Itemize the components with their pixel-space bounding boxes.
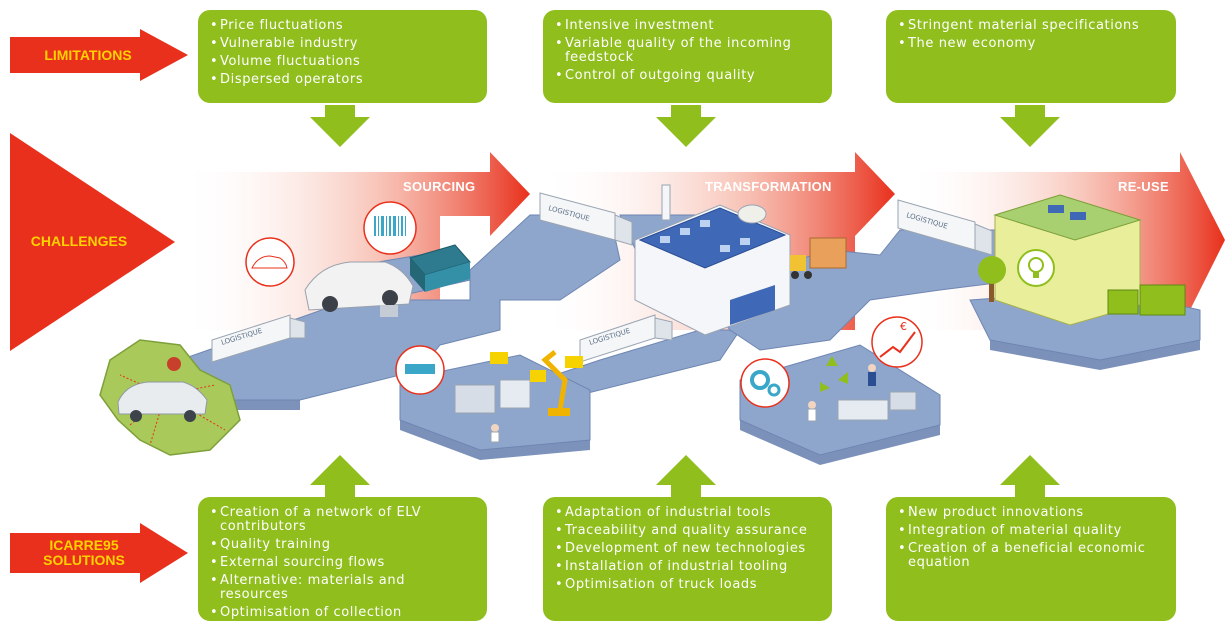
limitations-list-reuse: Stringent material specifications The ne… — [898, 19, 1166, 52]
gear-icon — [740, 358, 790, 408]
limitations-box-sourcing: Price fluctuations Vulnerable industry V… — [198, 10, 487, 103]
solutions-list-transformation: Adaptation of industrial tools Traceabil… — [555, 506, 822, 593]
down-arrow-reuse — [1000, 105, 1060, 147]
list-item: Variable quality of the incoming feedsto… — [555, 37, 822, 65]
robot-arm-icon — [490, 350, 583, 416]
car-diagram-bubble — [245, 237, 295, 287]
lightbulb-icon — [1017, 249, 1055, 287]
list-item: Alternative: materials and resources — [210, 574, 477, 602]
list-item: Adaptation of industrial tools — [555, 506, 822, 521]
limitations-list-sourcing: Price fluctuations Vulnerable industry V… — [210, 19, 477, 88]
down-arrow-transformation — [656, 105, 716, 147]
stage-label-transformation: TRANSFORMATION — [705, 179, 832, 194]
factory-icon — [634, 184, 791, 336]
solutions-box-reuse: New product innovations Integration of m… — [886, 497, 1176, 621]
solutions-list-sourcing: Creation of a network of ELV contributor… — [210, 506, 477, 621]
list-item: Vulnerable industry — [210, 37, 477, 52]
up-arrow-transformation — [656, 455, 716, 497]
list-item: Dispersed operators — [210, 73, 477, 88]
down-arrow-sourcing — [310, 105, 370, 147]
office-workers-icon — [807, 364, 917, 422]
list-item: Integration of material quality — [898, 524, 1166, 539]
forklift-icon — [790, 237, 847, 279]
dismantled-car-icon — [304, 261, 414, 317]
list-item: New product innovations — [898, 506, 1166, 521]
up-arrow-reuse — [1000, 455, 1060, 497]
reuse-building-icon — [993, 194, 1186, 326]
tree-icon — [978, 256, 1006, 302]
limitations-arrow: LIMITATIONS — [10, 29, 188, 81]
barcode-icon — [363, 201, 417, 255]
challenges-arrow: CHALLENGES — [10, 133, 175, 351]
solutions-box-sourcing: Creation of a network of ELV contributor… — [198, 497, 487, 621]
list-item: Intensive investment — [555, 19, 822, 34]
list-item: Creation of a network of ELV contributor… — [210, 506, 477, 534]
svg-text:€: € — [900, 320, 907, 333]
solutions-box-transformation: Adaptation of industrial tools Traceabil… — [543, 497, 832, 621]
list-item: Installation of industrial tooling — [555, 560, 822, 575]
list-item: Optimisation of truck loads — [555, 578, 822, 593]
list-item: Creation of a beneficial economic equati… — [898, 542, 1166, 570]
limitations-arrow-shape — [10, 29, 188, 81]
solutions-label-line2: SOLUTIONS — [43, 552, 125, 568]
challenges-arrow-shape — [10, 133, 175, 351]
limitations-box-reuse: Stringent material specifications The ne… — [886, 10, 1176, 103]
list-item: Optimisation of collection — [210, 606, 477, 621]
up-arrow-sourcing — [310, 455, 370, 497]
list-item: Control of outgoing quality — [555, 69, 822, 84]
list-item: Stringent material specifications — [898, 19, 1166, 34]
recycle-icon — [820, 356, 848, 392]
truck-icon: LOGISTIQUE — [539, 192, 633, 246]
solutions-label: ICARRE95 SOLUTIONS — [24, 538, 144, 568]
solutions-arrow: ICARRE95 SOLUTIONS — [10, 523, 188, 583]
limitations-label: LIMITATIONS — [44, 47, 132, 63]
list-item: Quality training — [210, 538, 477, 553]
recycling-bin-icon — [409, 244, 471, 292]
car-icon — [117, 357, 208, 422]
solutions-arrow-shape — [10, 523, 188, 583]
stage-label-reuse: RE-USE — [1118, 179, 1169, 194]
list-item: The new economy — [898, 37, 1166, 52]
limitations-box-transformation: Intensive investment Variable quality of… — [543, 10, 832, 103]
solutions-label-line1: ICARRE95 — [49, 537, 119, 553]
list-item: Traceability and quality assurance — [555, 524, 822, 539]
euro-chart-icon: € — [871, 316, 923, 368]
list-item: Development of new technologies — [555, 542, 822, 557]
list-item: Price fluctuations — [210, 19, 477, 34]
solutions-list-reuse: New product innovations Integration of m… — [898, 506, 1166, 570]
challenges-label: CHALLENGES — [30, 233, 128, 249]
list-item: Volume fluctuations — [210, 55, 477, 70]
lab-icon — [395, 345, 531, 443]
stage-label-sourcing: SOURCING — [403, 179, 476, 194]
list-item: External sourcing flows — [210, 556, 477, 571]
limitations-list-transformation: Intensive investment Variable quality of… — [555, 19, 822, 84]
truck-icon: LOGISTIQUE — [897, 199, 993, 256]
pathway-edges — [190, 340, 1200, 465]
